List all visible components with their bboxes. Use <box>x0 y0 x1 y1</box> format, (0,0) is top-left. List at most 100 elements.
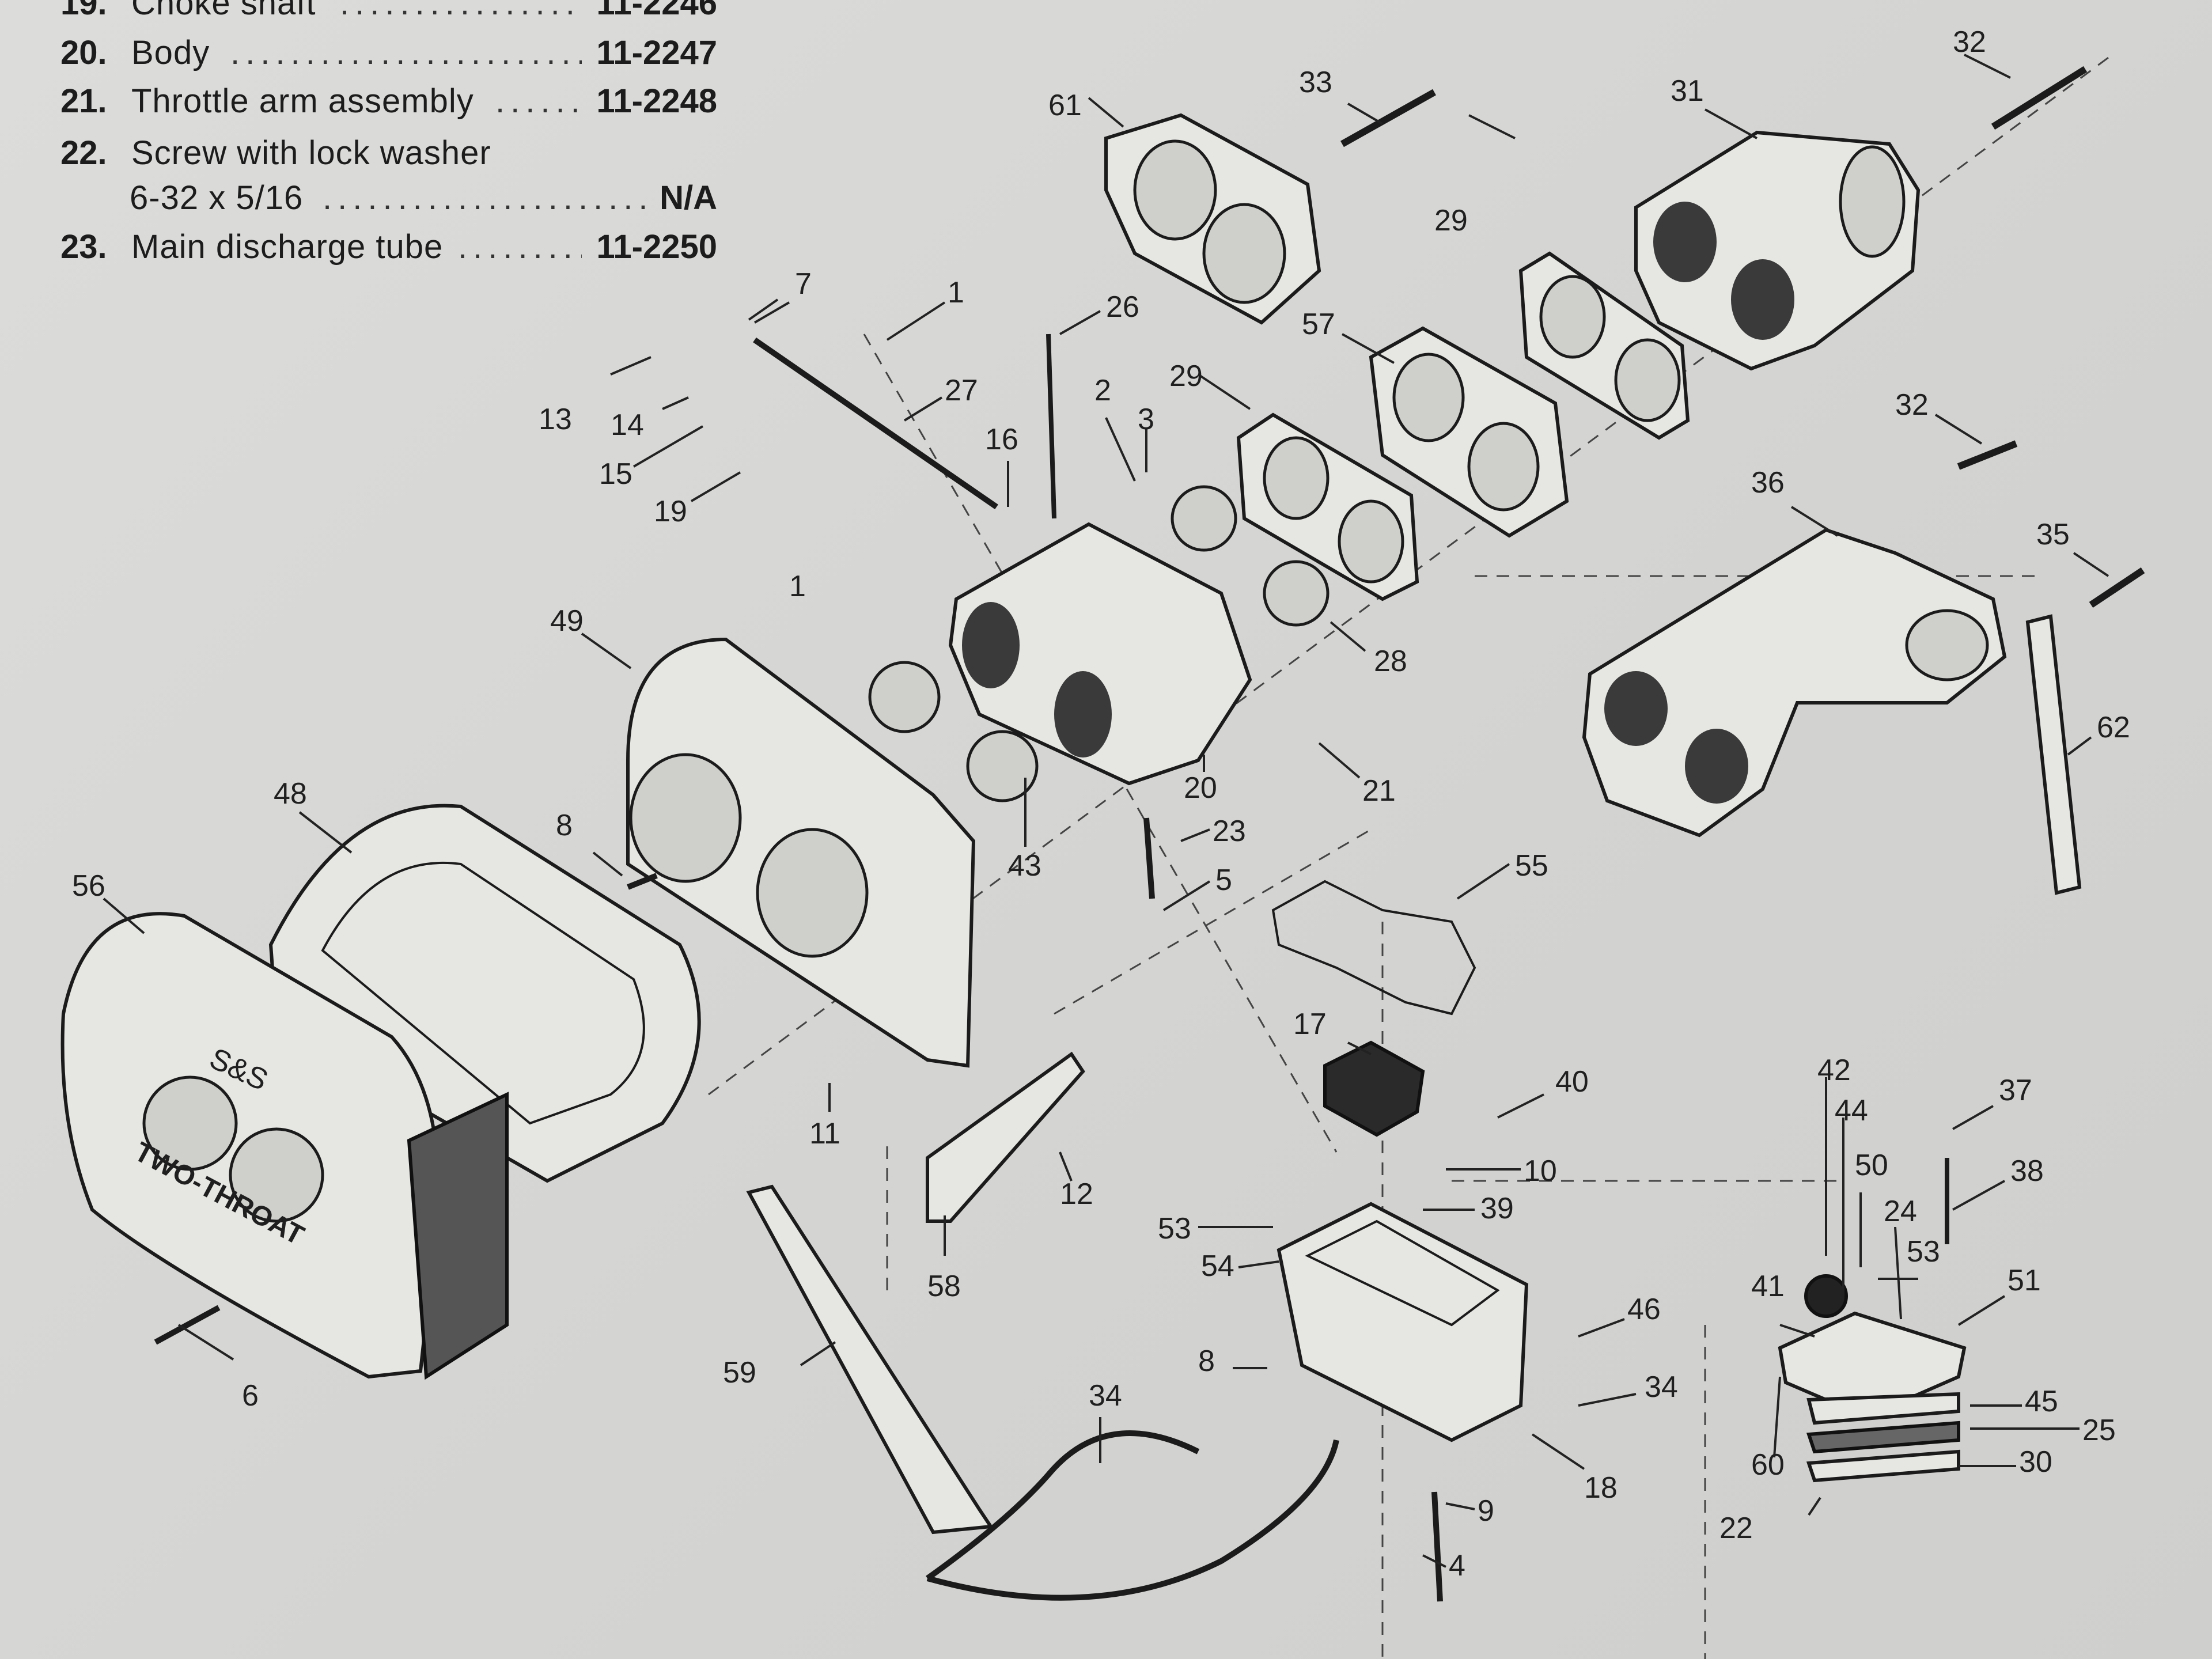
throttle-plates <box>868 485 1330 802</box>
part-59-strap <box>746 1184 994 1535</box>
callout-label: 53 <box>1907 1235 1940 1268</box>
callout-numbers: 1 1 2 3 4 5 6 7 8 8 9 10 11 12 13 14 15 … <box>72 25 2130 1582</box>
callout-label: 1 <box>789 570 806 603</box>
part-name: 6-32 x 5/16 <box>130 179 304 217</box>
part-code: 11-2248 <box>596 82 717 120</box>
callout-label: 61 <box>1048 89 1082 122</box>
parts-list: 19. Choke shaft ........................… <box>0 0 749 271</box>
callout-label: 19 <box>654 495 687 528</box>
callout-label: 38 <box>2010 1154 2044 1188</box>
callout-label: 5 <box>1215 863 1232 897</box>
part-number: 20. <box>60 34 107 71</box>
part-code: 11-2246 <box>596 0 717 22</box>
callout-label: 33 <box>1299 66 1332 99</box>
callout-label: 1 <box>948 276 964 309</box>
callout-label: 53 <box>1158 1212 1191 1245</box>
callout-label: 22 <box>1719 1512 1753 1545</box>
leader-dots: ........................................… <box>230 34 582 71</box>
callout-label: 32 <box>1895 388 1929 422</box>
callout-label: 20 <box>1184 771 1217 805</box>
part-name: Main discharge tube <box>131 228 444 266</box>
callout-label: 15 <box>599 457 632 491</box>
part-56-cover: S&S TWO-THROAT <box>60 912 509 1380</box>
part-29-gasket-lower <box>1236 412 1419 601</box>
callout-label: 21 <box>1362 774 1396 808</box>
callout-label: 16 <box>985 423 1018 456</box>
callout-label: 62 <box>2097 711 2130 744</box>
parts-list-row: 19. Choke shaft ........................… <box>0 0 726 30</box>
part-62-bracket <box>2025 614 2082 895</box>
callout-leaders <box>103 54 2109 1568</box>
part-58-link <box>926 1051 1085 1223</box>
callout-label: 39 <box>1480 1192 1514 1225</box>
callout-label: 3 <box>1138 403 1154 436</box>
callout-label: 59 <box>723 1356 756 1389</box>
callout-label: 12 <box>1060 1177 1093 1211</box>
part-49-backing-plate <box>626 637 976 1068</box>
part-57-insulator <box>1369 326 1569 538</box>
part-name: Choke shaft <box>131 0 316 22</box>
callout-label: 55 <box>1515 849 1548 882</box>
callout-label: 6 <box>242 1379 259 1412</box>
callout-label: 24 <box>1884 1195 1917 1228</box>
part-20-body <box>948 522 1252 786</box>
callout-label: 29 <box>1169 359 1203 393</box>
callout-label: 29 <box>1434 204 1468 237</box>
callout-label: 36 <box>1751 466 1785 499</box>
part-code: 11-2247 <box>596 34 717 71</box>
callout-label: 14 <box>611 408 644 442</box>
callout-label: 43 <box>1008 849 1041 882</box>
part-name: Body <box>131 34 210 71</box>
callout-label: 51 <box>2008 1264 2041 1297</box>
callout-label: 50 <box>1855 1149 1888 1182</box>
callout-label: 37 <box>1999 1074 2032 1107</box>
part-number: 19. <box>60 0 107 22</box>
callout-label: 60 <box>1751 1448 1785 1482</box>
part-41-pump <box>1778 1274 1967 1483</box>
callout-label: 32 <box>1953 25 1986 59</box>
part-17-float <box>1323 1040 1425 1137</box>
callout-label: 17 <box>1293 1007 1327 1041</box>
callout-label: 4 <box>1449 1549 1465 1582</box>
part-36-manifold <box>1582 528 2007 838</box>
callout-label: 25 <box>2082 1414 2116 1447</box>
part-29-gasket <box>1518 251 1690 440</box>
callout-label: 2 <box>1094 374 1111 407</box>
callout-label: 8 <box>556 809 573 842</box>
part-34-fuel-line <box>926 1430 1339 1601</box>
callout-label: 54 <box>1201 1249 1234 1283</box>
part-code: N/A <box>660 179 717 217</box>
parts-list-row: 21. Throttle arm assembly ............ 1… <box>0 82 726 128</box>
hardware-screws <box>154 66 2145 1602</box>
part-number: 23. <box>60 228 107 266</box>
parts-list-row: 22. Screw with lock washer <box>0 134 726 180</box>
part-name: Screw with lock washer <box>131 134 491 172</box>
callout-label: 9 <box>1478 1494 1494 1528</box>
part-54-float-bowl <box>1277 1202 1529 1442</box>
part-code: 11-2250 <box>596 228 717 266</box>
leader-dots: ................................ <box>340 0 582 22</box>
callout-label: 27 <box>945 374 978 407</box>
part-48-filter <box>268 804 701 1183</box>
part-31-manifold <box>1634 130 1921 371</box>
callout-label: 7 <box>795 267 812 301</box>
callout-label: 49 <box>550 604 584 638</box>
callout-label: 8 <box>1198 1344 1215 1378</box>
callout-label: 34 <box>1645 1370 1678 1404</box>
callout-label: 46 <box>1627 1293 1661 1326</box>
callout-label: 57 <box>1302 308 1335 341</box>
leader-dots: ............ <box>495 82 582 120</box>
callout-label: 11 <box>809 1117 840 1150</box>
parts-list-row: 6-32 x 5/16 ............................… <box>0 179 726 225</box>
part-55-gasket <box>1271 880 1476 1016</box>
callout-label: 30 <box>2019 1445 2052 1479</box>
parts-list-row: 23. Main discharge tube ............... … <box>0 228 726 274</box>
callout-label: 41 <box>1751 1270 1785 1303</box>
parts-list-row: 20. Body ...............................… <box>0 33 726 79</box>
callout-label: 45 <box>2025 1385 2058 1418</box>
callout-label: 42 <box>1817 1054 1851 1087</box>
part-name: Throttle arm assembly <box>131 82 474 120</box>
callout-label: 34 <box>1089 1379 1122 1412</box>
